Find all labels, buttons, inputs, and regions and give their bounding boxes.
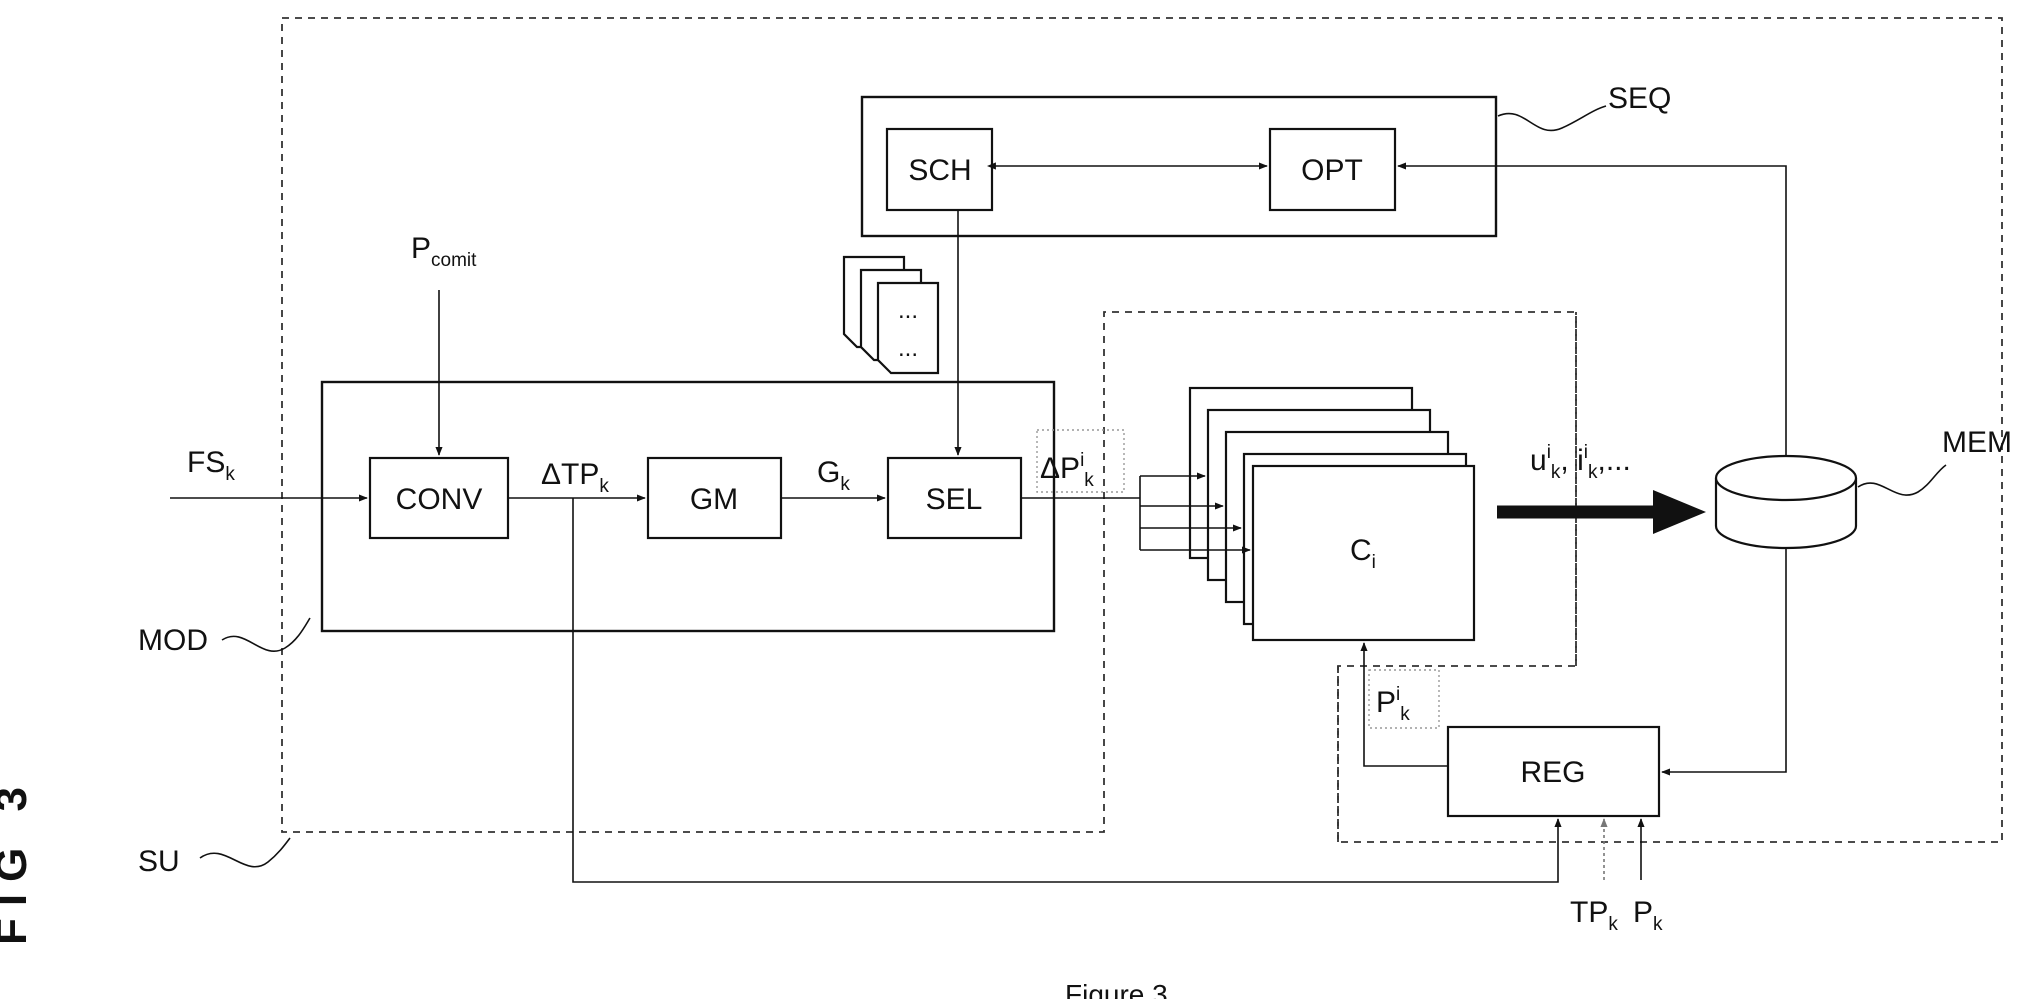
- reg-label: REG: [1520, 756, 1585, 789]
- document-stack-icon: ... ...: [844, 257, 938, 373]
- seq-leader: [1498, 106, 1606, 130]
- g-label: Gk: [817, 456, 850, 495]
- mod-label: MOD: [138, 624, 208, 657]
- sel-label: SEL: [926, 483, 983, 516]
- mem-leader: [1858, 465, 1946, 495]
- pk-label: Pk: [1633, 896, 1663, 935]
- memory-database-icon[interactable]: [1716, 456, 1856, 548]
- controller-output-arrowhead: [1653, 490, 1706, 534]
- figure-caption: Figure 3: [1065, 979, 1168, 999]
- side-figure-label: FIG 3: [0, 775, 36, 945]
- tp-label: TPk: [1570, 896, 1618, 935]
- pi-label: Pik: [1376, 684, 1410, 725]
- conv-label: CONV: [396, 483, 483, 516]
- output-signals-label: uik, iik,...: [1530, 442, 1631, 483]
- mem-label: MEM: [1942, 426, 2012, 459]
- seq-label: SEQ: [1608, 82, 1671, 115]
- sch-label: SCH: [908, 154, 971, 187]
- mem-reg-line: [1662, 548, 1786, 772]
- su-boundary: [282, 18, 2002, 842]
- dp-label: ΔPik: [1040, 450, 1094, 491]
- mod-leader: [222, 618, 310, 651]
- doc-dots-2: ...: [898, 335, 918, 362]
- pcomit-label: Pcomit: [411, 232, 477, 271]
- su-leader: [200, 838, 290, 867]
- mem-opt-line: [1398, 166, 1786, 456]
- dtp-label: ΔTPk: [541, 458, 609, 497]
- fs-label: FSk: [187, 446, 235, 485]
- doc-dots-1: ...: [898, 297, 918, 324]
- su-label: SU: [138, 845, 180, 878]
- gm-label: GM: [690, 483, 738, 516]
- opt-label: OPT: [1301, 154, 1363, 187]
- controller-stack: [1190, 388, 1474, 640]
